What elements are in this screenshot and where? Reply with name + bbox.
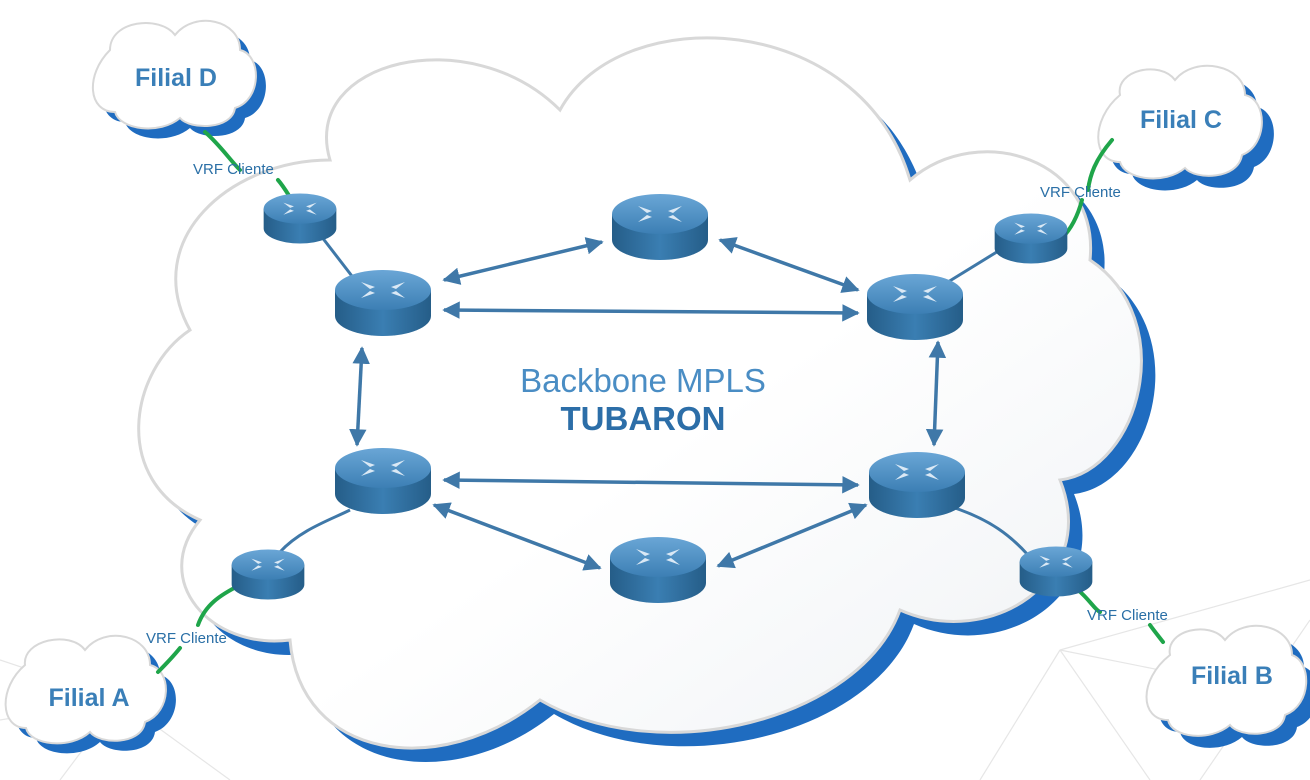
- router-icon: [994, 213, 1068, 264]
- router-icon: [231, 549, 305, 600]
- branch-cloud-a: [4, 634, 176, 754]
- router-icon: [612, 194, 708, 260]
- backbone-cloud: [137, 36, 1156, 762]
- branch-label-filial-d: Filial D: [135, 64, 217, 92]
- vrf-link-b: [1076, 588, 1102, 614]
- backbone-subtitle: TUBARON: [561, 400, 726, 437]
- branch-label-filial-b: Filial B: [1191, 662, 1273, 690]
- branch-label-filial-a: Filial A: [48, 684, 129, 712]
- branch-label-filial-c: Filial C: [1140, 106, 1222, 134]
- vrf-label-filial-d: VRF Cliente: [193, 161, 274, 178]
- vrf-label-filial-c: VRF Cliente: [1040, 184, 1121, 201]
- router-icon: [263, 193, 337, 244]
- vrf-link-b-lower: [1148, 623, 1165, 644]
- branch-cloud-c: [1097, 64, 1274, 191]
- router-icon: [1019, 546, 1093, 597]
- vrf-link-c: [1086, 138, 1114, 192]
- vrf-link-a-lower: [156, 646, 182, 674]
- vrf-label-filial-a: VRF Cliente: [146, 630, 227, 647]
- vrf-link-d: [203, 130, 242, 172]
- vrf-label-filial-b: VRF Cliente: [1087, 607, 1168, 624]
- router-icon: [335, 270, 431, 336]
- access-links: [278, 231, 1030, 557]
- router-icon: [610, 537, 706, 603]
- core-links: [349, 237, 947, 571]
- branch-cloud-b: [1145, 624, 1310, 748]
- router-icon: [869, 452, 965, 518]
- backbone-title: Backbone MPLS: [520, 362, 766, 399]
- router-icon: [335, 448, 431, 514]
- branch-cloud-d: [92, 19, 266, 139]
- router-icon: [867, 274, 963, 340]
